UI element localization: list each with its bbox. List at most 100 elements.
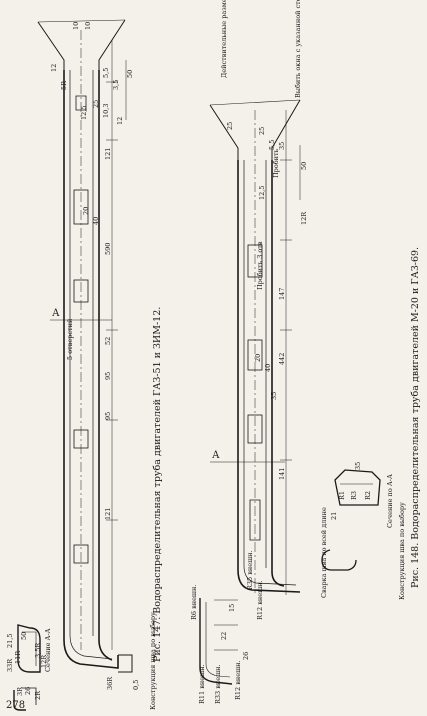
fig148-dim-ticks [280, 159, 292, 461]
fig147-dim-20: 20 [82, 207, 90, 215]
fig148-funnel-right [271, 99, 301, 160]
fig147-section-label: Сечение А-А [44, 628, 52, 672]
fig147-weld-joint [22, 687, 37, 705]
fig147-dim-26: 26 [24, 687, 32, 695]
fig147-dim-12-a: 12 [116, 117, 124, 125]
fig147-section-profile [17, 624, 41, 673]
fig147-dim-33r: 33R [6, 658, 14, 672]
fig147-funnel-right [98, 19, 126, 70]
fig148-caption: Рис. 148. Водораспределительная труба дв… [410, 247, 421, 588]
fig147-dim-3-5r: 3,5R [34, 642, 42, 658]
fig147-dim-ticks [106, 81, 118, 521]
fig147-section-inner [22, 631, 37, 666]
fig148-slot-1 [247, 244, 263, 278]
fig148-slot-3 [247, 414, 263, 444]
fig147-top-window [75, 95, 87, 111]
fig148-dim-147: 147 [278, 288, 286, 300]
fig147-dim-50: 50 [126, 70, 134, 78]
fig147-slot-1 [73, 189, 89, 225]
fig148-dim-r33: R33 внешн. [214, 664, 222, 704]
fig148-dim-12-5: 12,5 [258, 186, 266, 200]
fig148-actual-size-label: Действительные размеры [220, 0, 228, 78]
fig147-dim-12-b: 12 [50, 64, 58, 72]
fig147-tube-outer-right [98, 70, 113, 661]
fig148-dim-5-5: 5,5 [268, 140, 276, 150]
fig147-dim-36r: 36R [106, 676, 114, 690]
fig147-weld-label: Конструкция шва по выбору [149, 612, 157, 710]
fig148-weld-profile [321, 549, 357, 571]
fig148-dim-25-top: 25 [226, 122, 234, 130]
page-number: 278 [6, 700, 25, 711]
fig147-end-cap [118, 654, 133, 673]
fig148-section-profile [334, 469, 381, 506]
figure-147 [37, 19, 133, 673]
fig147-dim-52: 52 [104, 337, 112, 345]
fig148-dim-r11: R11 внешн. [198, 664, 206, 704]
fig148-dim-35-mid: 35 [270, 392, 278, 400]
fig148-weld-detail [321, 549, 357, 571]
fig148-section-label: Сечение по А-А [386, 474, 394, 528]
fig148-outlet-dims [214, 599, 238, 651]
fig148-dim-r2: R2 [364, 491, 372, 500]
fig147-dim-40: 40 [92, 217, 100, 225]
fig147-caption: Рис. 147. Водораспределительная труба дв… [152, 307, 163, 662]
fig148-weld-note: Сварка шва по всей длине [320, 507, 328, 598]
fig148-dim-12r: 12R [300, 211, 308, 225]
fig147-dim-0-5: 0,5 [132, 680, 140, 690]
fig148-dim-r12-b: R12 внешн. [234, 660, 242, 700]
fig147-section-marker: А [52, 308, 60, 319]
fig148-punch-note-3: Пробить 3 отв [256, 241, 264, 290]
fig148-dim-r3: R3 [350, 491, 358, 500]
fig147-dim-10-b: 10 [84, 22, 92, 30]
fig148-dim-35-top: 35 [278, 142, 286, 150]
fig148-tube-inner-left [243, 160, 297, 586]
fig147-funnel-top [37, 19, 126, 23]
fig147-dim-2r: 2R [34, 690, 42, 700]
fig147-dim-590: 590 [104, 243, 112, 255]
fig147-dim-121-top: 121 [104, 148, 112, 160]
fig148-dim-r1: R1 [338, 491, 346, 500]
fig148-funnel-top [209, 99, 301, 106]
fig148-dim-40: 40 [264, 364, 272, 372]
fig148-dim-26: 26 [242, 652, 250, 660]
fig147-weld-profile [13, 690, 26, 711]
fig147-dim-5r: 5R [60, 80, 68, 90]
fig148-section-marker: А [212, 450, 220, 461]
fig148-dim-15: 15 [228, 604, 236, 612]
fig148-slot-4 [249, 499, 261, 541]
fig147-slot-3 [73, 429, 89, 449]
figure-148 [209, 99, 301, 595]
fig148-dim-35-section: 35 [354, 462, 362, 470]
fig148-weld-label: Конструкция шва по выбору [398, 502, 406, 600]
fig147-dim-25: 25 [92, 100, 100, 108]
fig147-dim-3r: 3R [16, 686, 24, 696]
fig148-dim-20: 20 [254, 354, 262, 362]
fig147-dim-12-5: 12,5 [80, 106, 88, 120]
fig148-tube-outer-right [271, 160, 285, 587]
fig148-dim-r6: R6 внешн. [190, 585, 198, 620]
fig147-dim-3-5: 3,5 [112, 80, 120, 90]
fig147-slot-4 [73, 544, 89, 564]
fig147-dim-95-a: 95 [104, 372, 112, 380]
fig148-dim-141: 141 [278, 468, 286, 480]
fig148-section-aa [334, 469, 381, 506]
fig148-tube-outer-left [237, 160, 301, 593]
fig148-dim-50: 50 [300, 162, 308, 170]
fig147-section-aa [17, 624, 41, 673]
fig147-dim-10-a: 10 [72, 22, 80, 30]
fig147-dim-12r: 12R [40, 654, 48, 668]
fig147-slot-2 [73, 279, 89, 303]
fig148-funnel-left [209, 104, 239, 160]
fig148-slot-2 [247, 339, 263, 371]
fig148-dim-r12-a: R12 внешн. [256, 580, 264, 620]
fig147-weld-detail [13, 687, 37, 711]
fig147-dim-50-section: 50 [20, 632, 28, 640]
fig147-dim-95-b: 95 [104, 412, 112, 420]
fig148-punch-note-1: Выбить окна с указанной стороны [294, 0, 302, 98]
fig147-dim-5-5: 5,5 [102, 68, 110, 78]
fig148-dim-442: 442 [278, 353, 286, 365]
fig148-outlet-inner [205, 602, 231, 678]
